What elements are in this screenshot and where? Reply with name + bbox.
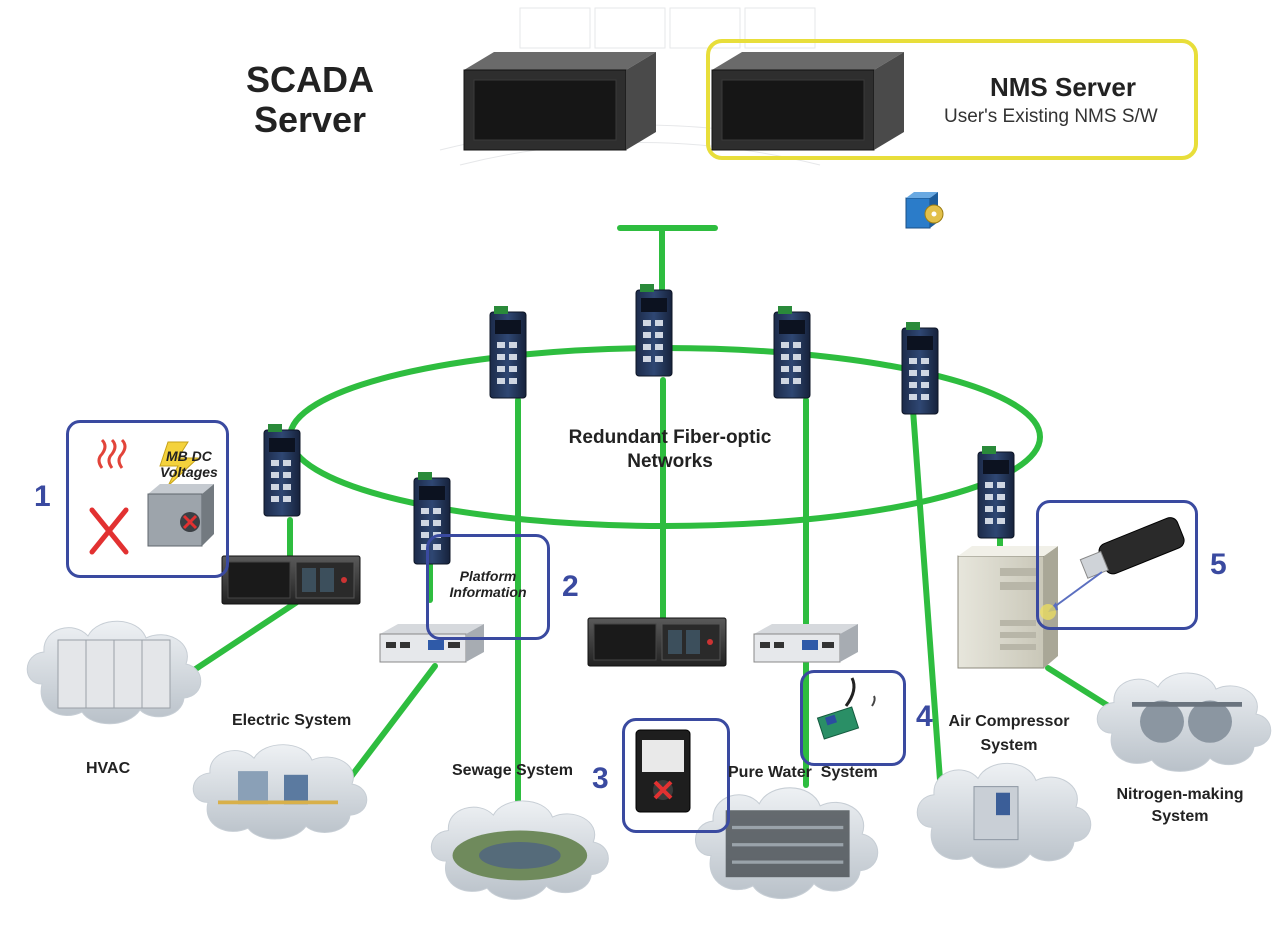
software-box-icon (905, 192, 944, 229)
hvac-system-cloud (26, 620, 202, 725)
air-compressor-system-label: Air Compressor System (940, 710, 1078, 758)
scada-label-line1: SCADA (246, 59, 375, 100)
sewage-system-label: Sewage System (452, 762, 573, 779)
ethernet-switch-icon (773, 305, 811, 399)
heat-waves-icon (97, 438, 127, 469)
box-pc-icon (753, 623, 859, 663)
nms-server-subtitle: User's Existing NMS S/W (944, 106, 1158, 127)
callout-2-line1: Platform (459, 568, 517, 584)
air-label-line1: Air Compressor (948, 713, 1070, 730)
callout-3-frame (622, 718, 730, 833)
red-x-icon (89, 507, 129, 555)
nitrogen-system-cloud (1096, 672, 1272, 772)
tower-pc-icon (957, 546, 1058, 669)
nitrogen-system-label: Nitrogen-making System (1110, 784, 1250, 828)
callout-1-frame (66, 420, 229, 578)
ring-network-label: Redundant Fiber-optic Networks (550, 426, 790, 474)
rack-server-icon (587, 617, 727, 667)
callout-2-line2: Information (449, 584, 527, 600)
callout-5-frame (1036, 500, 1198, 630)
ring-label-line2: Networks (627, 451, 713, 472)
electric-system-label: Electric System (232, 712, 352, 729)
ethernet-switch-icon (263, 423, 301, 517)
nitrogen-label-line1: Nitrogen-making (1116, 786, 1244, 803)
pure-water-system-cloud (694, 787, 879, 900)
scada-rack-server-icon (463, 52, 656, 151)
nms-highlight-frame (706, 39, 1198, 160)
ethernet-switch-icon (635, 283, 673, 377)
pure-water-system-label: Pure Water System (728, 764, 878, 781)
callout-4-frame (800, 670, 906, 766)
usb-dongle-icon (1040, 517, 1185, 620)
ethernet-switch-icon (901, 321, 939, 415)
hard-disk-icon (635, 729, 691, 813)
rack-server-icon (221, 555, 361, 605)
callout-1-text: MB DC Voltages (160, 448, 218, 480)
nitrogen-label-line2: System (1151, 808, 1209, 825)
electric-system-cloud (192, 744, 368, 840)
ethernet-switch-icon (489, 305, 527, 399)
callout-2-frame (426, 534, 550, 640)
sensor-module-icon (816, 677, 876, 740)
sewage-system-cloud (430, 800, 609, 900)
air-label-line2: System (980, 737, 1038, 754)
callout-1-line2: Voltages (160, 464, 218, 480)
ring-label-line1: Redundant Fiber-optic (568, 427, 772, 448)
nms-server-title: NMS Server (990, 72, 1136, 102)
lightning-icon (159, 441, 200, 487)
nms-rack-server-icon (711, 52, 904, 151)
callout-1-line1: MB DC (165, 448, 212, 464)
callout-number-3: 3 (592, 762, 609, 795)
ethernet-switch-icon (977, 445, 1015, 539)
hvac-label: HVAC (86, 760, 131, 777)
scada-server-label: SCADA Server (246, 60, 374, 140)
callout-number-2: 2 (562, 570, 579, 603)
callout-number-4: 4 (916, 700, 933, 733)
callout-number-1: 1 (34, 480, 51, 513)
air-compressor-system-cloud (916, 762, 1092, 869)
power-supply-icon (147, 484, 214, 547)
callout-number-5: 5 (1210, 548, 1227, 581)
scada-label-line2: Server (253, 99, 367, 140)
callout-2-text: Platform Information (436, 568, 540, 600)
